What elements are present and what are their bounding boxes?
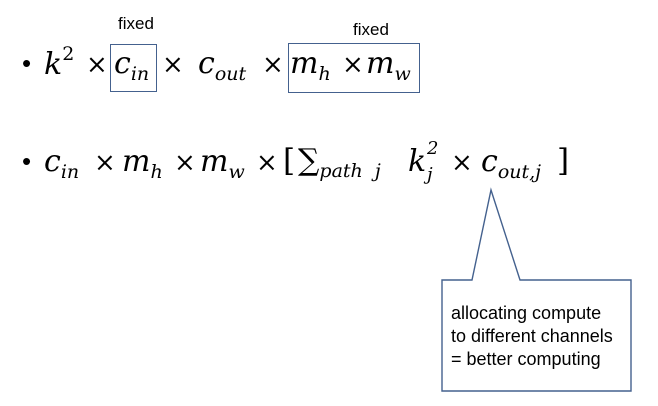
formula-1-c-in-symbol: c [114, 46, 131, 81]
callout-line-3: = better computing [451, 349, 601, 369]
formula-2-k-exponent: 2 [427, 138, 439, 159]
formula-1-k-exponent: 2 [62, 43, 75, 65]
formula-2-m-w: mw [200, 144, 245, 183]
formula-1-c-in-subscript: in [130, 63, 150, 85]
fixed-box-cin [110, 44, 157, 92]
formula-1-k: k2 [44, 43, 75, 82]
formula-2-c-in: cin [44, 144, 79, 183]
formula-1-times-3: × [262, 50, 284, 80]
formula-1-k-symbol: k [44, 47, 63, 82]
formula-1-times-4: × [342, 50, 364, 80]
fixed-label-left: fixed [118, 14, 154, 33]
formula-1-times-1: × [86, 50, 108, 80]
formula-1-times-2: × [162, 50, 184, 80]
formula-2-m-h: mh [122, 144, 163, 183]
formula-1-c-out-symbol: c [198, 46, 215, 81]
formula-1-m-h: mh [290, 46, 331, 85]
formula-1-c-out: cout [198, 46, 246, 85]
fixed-label-right: fixed [353, 20, 389, 39]
callout-line-1: allocating compute [451, 303, 602, 323]
formula-1-m-w: mw [366, 46, 411, 85]
formula-2-m-h-subscript: h [150, 161, 163, 183]
formula-2-m-w-subscript: w [228, 161, 245, 183]
formula-2-sum-subscript: path j [319, 160, 381, 182]
callout-text: allocating compute to different channels… [451, 302, 613, 371]
formula-1-m-h-symbol: m [290, 46, 319, 81]
formula-1-m-w-subscript: w [394, 63, 411, 85]
formula-2-k: k [408, 144, 426, 179]
formula-2-c-out-subscript: out,j [497, 161, 542, 183]
formula-2-times-1: × [94, 148, 116, 178]
formula-2-right-bracket: ] [557, 143, 570, 179]
formula-2-c-out: cout,j [481, 144, 541, 183]
formula-2-k-symbol: k [408, 144, 427, 179]
formula-2-c-in-subscript: in [60, 161, 80, 183]
formula-2-c-out-symbol: c [481, 144, 498, 179]
formula-2-k-subscript: j [427, 164, 433, 185]
formula-2-times-2: × [174, 148, 196, 178]
formula-2-left-bracket: [ [283, 143, 296, 179]
formula-1-m-h-subscript: h [318, 63, 331, 85]
formula-2-sum-symbol: ∑ [298, 143, 320, 178]
formula-2-times-3: × [256, 148, 278, 178]
callout-line-2: to different channels [451, 326, 613, 346]
formula-2-sum: ∑path j [298, 143, 381, 182]
fixed-box-mh-mw [288, 43, 420, 93]
formula-1-c-in: cin [114, 46, 149, 85]
formula-1-c-out-subscript: out [214, 63, 247, 85]
formula-2-c-in-symbol: c [44, 144, 61, 179]
bullet-1: • [22, 48, 32, 78]
bullet-2: • [22, 146, 32, 176]
callout-outline [441, 187, 632, 392]
formula-2-times-4: × [451, 148, 473, 178]
formula-1-m-w-symbol: m [366, 46, 395, 81]
formula-2-m-h-symbol: m [122, 144, 151, 179]
formula-2-m-w-symbol: m [200, 144, 229, 179]
